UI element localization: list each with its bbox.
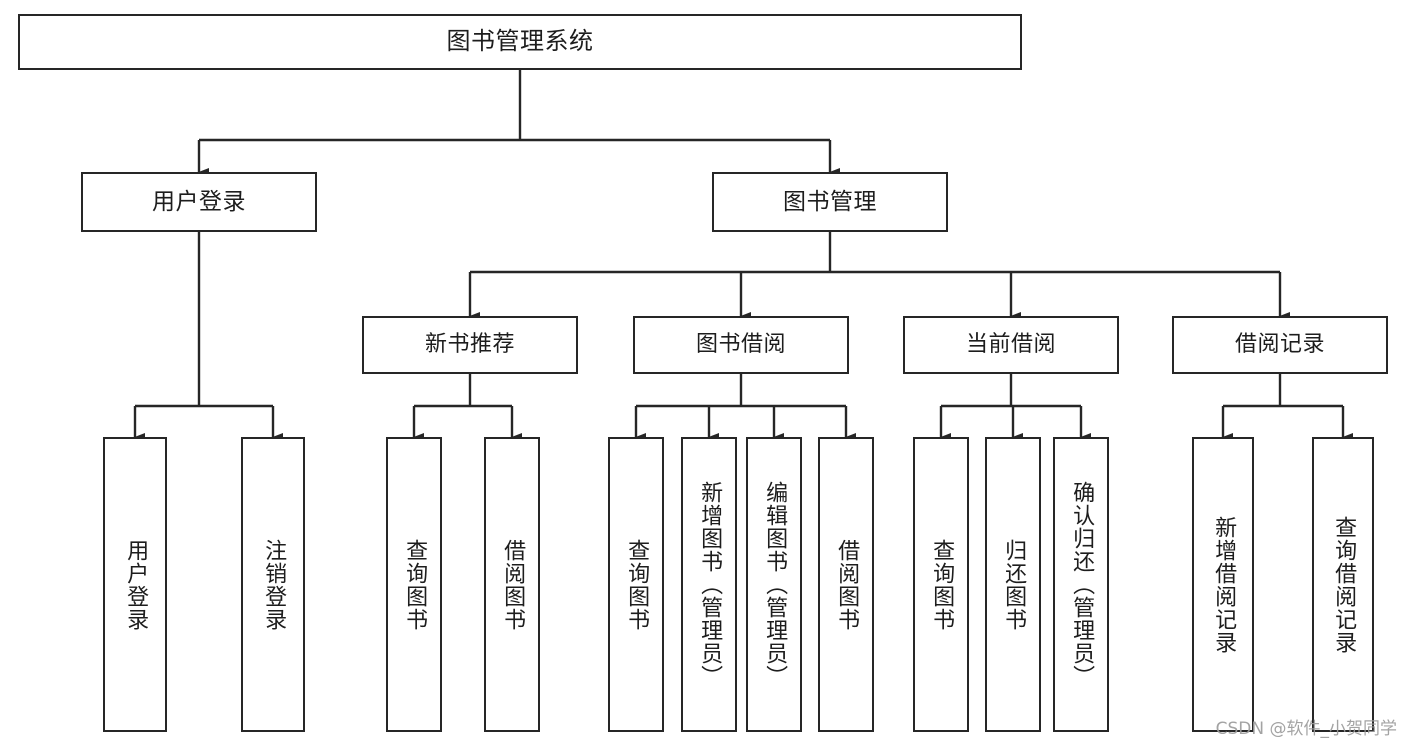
node-leaf-query-book-3-label: 查询图书 bbox=[929, 538, 955, 631]
node-leaf-borrow-book-2[interactable]: 借阅图书 bbox=[818, 437, 874, 732]
connector-lines bbox=[133, 70, 1354, 442]
node-current-borrow-label: 当前借阅 bbox=[965, 332, 1056, 358]
node-leaf-query-borrow-record[interactable]: 查询借阅记录 bbox=[1312, 437, 1374, 732]
node-leaf-borrow-book-1[interactable]: 借阅图书 bbox=[484, 437, 540, 732]
node-leaf-borrow-book-2-label: 借阅图书 bbox=[834, 538, 860, 631]
node-leaf-confirm-return-admin-label: 确认归还（管理员） bbox=[1069, 481, 1095, 688]
node-leaf-query-book-2[interactable]: 查询图书 bbox=[608, 437, 664, 732]
node-leaf-logout-login[interactable]: 注销登录 bbox=[241, 437, 305, 732]
node-book-borrow-label: 图书借阅 bbox=[695, 332, 786, 358]
node-leaf-logout-login-label: 注销登录 bbox=[261, 538, 287, 631]
node-leaf-confirm-return-admin[interactable]: 确认归还（管理员） bbox=[1053, 437, 1109, 732]
node-leaf-user-login-label: 用户登录 bbox=[123, 538, 149, 631]
node-user-login-label: 用户登录 bbox=[152, 188, 246, 215]
node-current-borrow[interactable]: 当前借阅 bbox=[903, 316, 1119, 374]
node-leaf-add-borrow-record[interactable]: 新增借阅记录 bbox=[1192, 437, 1254, 732]
node-borrow-record[interactable]: 借阅记录 bbox=[1172, 316, 1388, 374]
node-leaf-return-book-label: 归还图书 bbox=[1001, 538, 1027, 631]
node-leaf-add-book-admin-label: 新增图书（管理员） bbox=[697, 481, 723, 688]
node-leaf-query-borrow-record-label: 查询借阅记录 bbox=[1331, 515, 1357, 654]
node-root[interactable]: 图书管理系统 bbox=[18, 14, 1022, 70]
node-user-login[interactable]: 用户登录 bbox=[81, 172, 317, 232]
node-leaf-return-book[interactable]: 归还图书 bbox=[985, 437, 1041, 732]
node-new-book-recommend-label: 新书推荐 bbox=[424, 332, 515, 358]
node-book-borrow[interactable]: 图书借阅 bbox=[633, 316, 849, 374]
node-leaf-user-login[interactable]: 用户登录 bbox=[103, 437, 167, 732]
node-leaf-edit-book-admin[interactable]: 编辑图书（管理员） bbox=[746, 437, 802, 732]
node-leaf-query-book-3[interactable]: 查询图书 bbox=[913, 437, 969, 732]
node-leaf-borrow-book-1-label: 借阅图书 bbox=[500, 538, 526, 631]
node-leaf-query-book-1[interactable]: 查询图书 bbox=[386, 437, 442, 732]
node-leaf-add-borrow-record-label: 新增借阅记录 bbox=[1211, 515, 1237, 654]
node-borrow-record-label: 借阅记录 bbox=[1234, 332, 1325, 358]
node-new-book-recommend[interactable]: 新书推荐 bbox=[362, 316, 578, 374]
node-book-manage-label: 图书管理 bbox=[783, 188, 877, 215]
node-leaf-add-book-admin[interactable]: 新增图书（管理员） bbox=[681, 437, 737, 732]
node-book-manage[interactable]: 图书管理 bbox=[712, 172, 948, 232]
node-leaf-edit-book-admin-label: 编辑图书（管理员） bbox=[762, 481, 788, 688]
node-leaf-query-book-1-label: 查询图书 bbox=[402, 538, 428, 631]
node-leaf-query-book-2-label: 查询图书 bbox=[624, 538, 650, 631]
node-root-label: 图书管理系统 bbox=[446, 27, 594, 56]
